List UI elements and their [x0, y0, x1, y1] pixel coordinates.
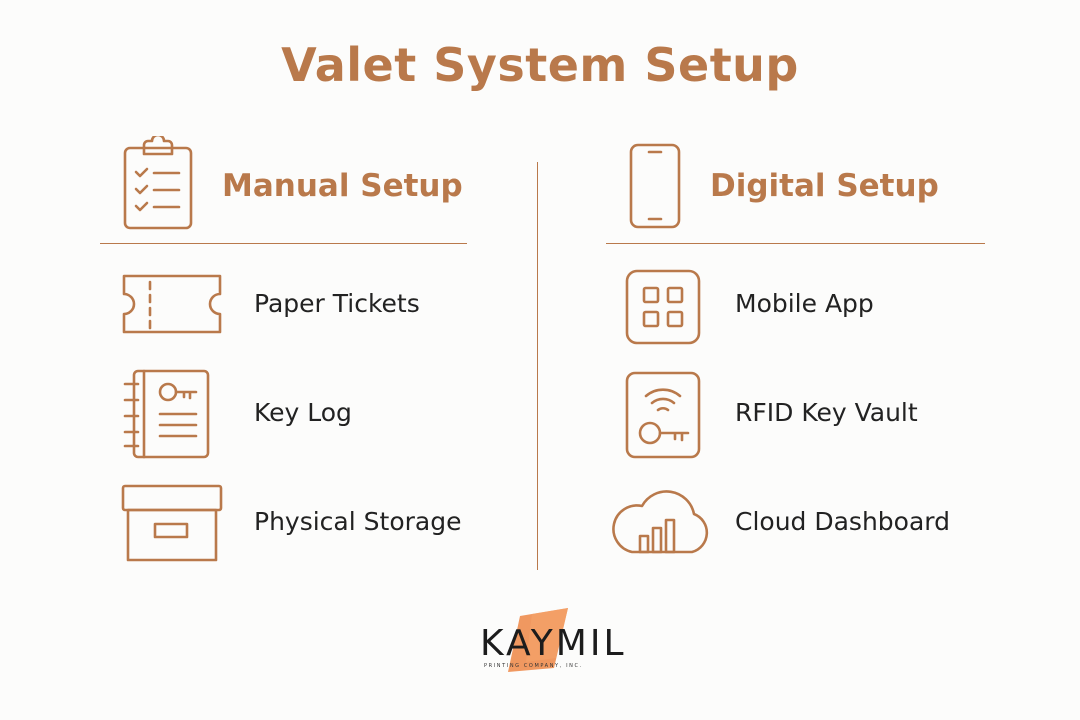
- manual-heading-rule: [100, 243, 467, 244]
- digital-item-label: Cloud Dashboard: [735, 507, 950, 536]
- digital-setup-heading: Digital Setup: [710, 168, 939, 204]
- manual-item-label: Key Log: [254, 398, 352, 427]
- manual-item-label: Physical Storage: [254, 507, 462, 536]
- clipboard-checklist-icon: [122, 136, 194, 232]
- storage-box-icon: [120, 482, 224, 564]
- logo-mark-icon: [508, 608, 568, 672]
- logo-tagline: PRINTING COMPANY, INC.: [484, 663, 583, 669]
- rfid-key-icon: [624, 370, 702, 460]
- page-title: Valet System Setup: [281, 38, 799, 92]
- manual-item-label: Paper Tickets: [254, 289, 420, 318]
- company-logo: KAYMIL PRINTING COMPANY, INC.: [470, 604, 624, 674]
- key-logbook-icon: [120, 368, 214, 460]
- smartphone-icon: [628, 142, 682, 230]
- logo-wordmark: KAYMIL: [480, 623, 627, 664]
- manual-setup-heading: Manual Setup: [222, 168, 463, 204]
- column-divider: [537, 162, 538, 570]
- app-grid-icon: [624, 268, 702, 346]
- digital-item-label: RFID Key Vault: [735, 398, 918, 427]
- cloud-chart-icon: [608, 484, 716, 556]
- digital-heading-rule: [606, 243, 985, 244]
- ticket-icon: [120, 272, 224, 336]
- digital-item-label: Mobile App: [735, 289, 874, 318]
